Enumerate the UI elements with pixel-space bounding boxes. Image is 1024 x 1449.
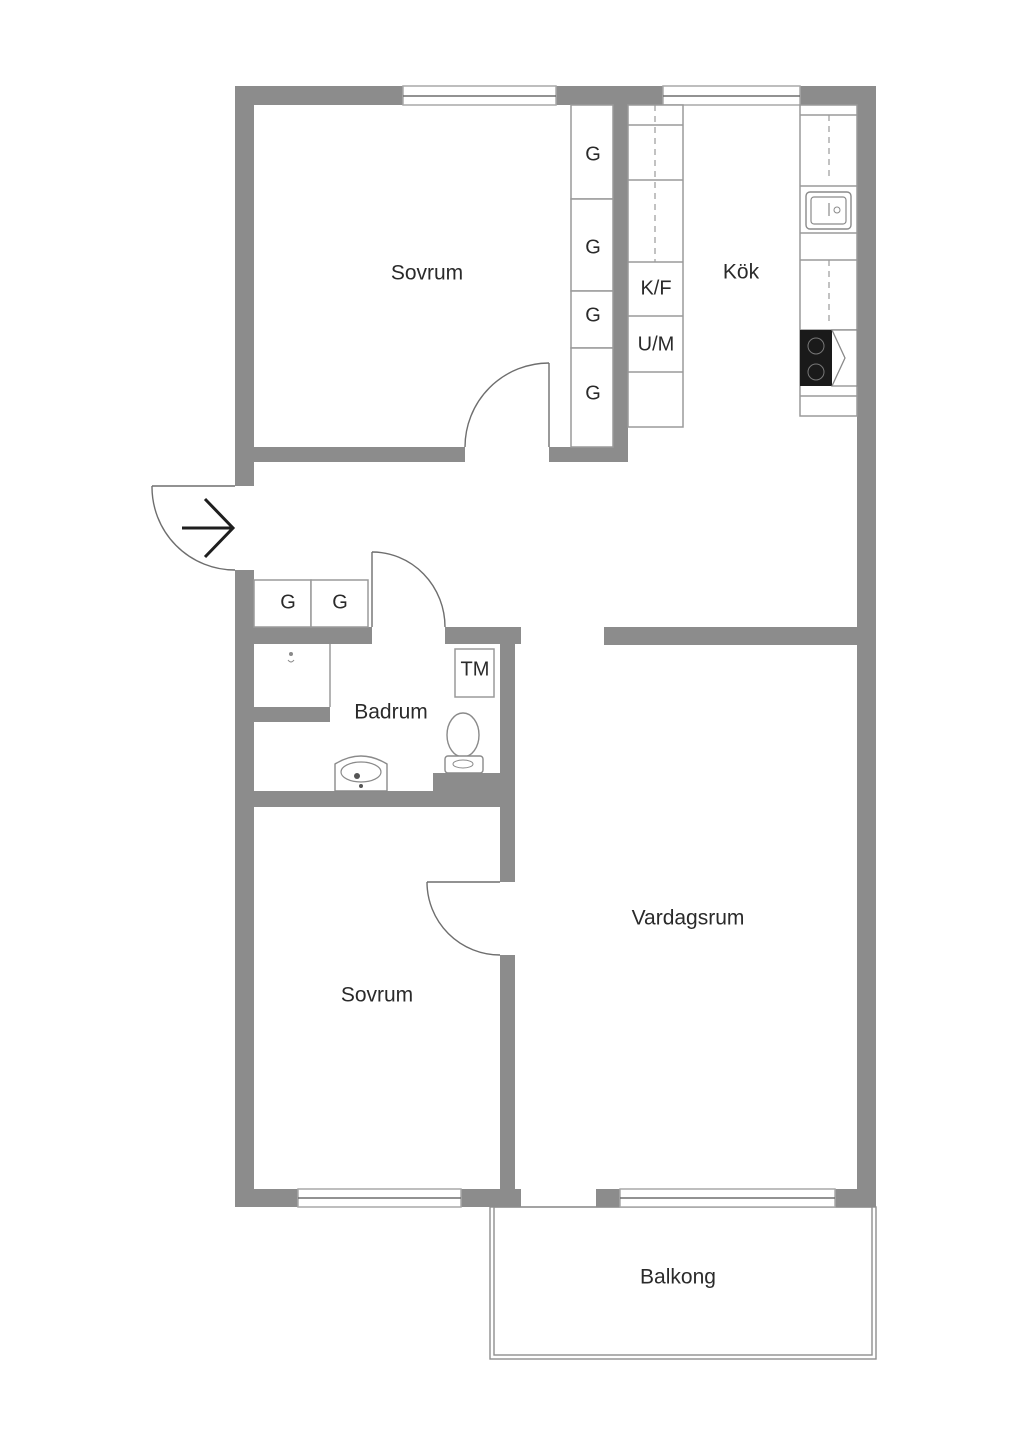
fridge-freezer-label: K/F [640, 277, 671, 299]
room-label-bedroom-south: Sovrum [341, 984, 413, 1007]
room-label-bathroom: Badrum [354, 701, 428, 724]
bedroom-wardrobes: G G G G [570, 104, 614, 448]
window-kitchen [662, 85, 801, 106]
room-label-bedroom-north: Sovrum [391, 262, 463, 285]
toilet-icon [444, 712, 484, 774]
dishwasher-microwave-label: U/M [638, 333, 675, 355]
windows [297, 85, 836, 1208]
doors [151, 362, 550, 956]
washing-machine: TM [454, 648, 495, 698]
window-bedroom-north [402, 85, 557, 106]
wardrobe-label: G [332, 591, 348, 613]
wardrobe-label: G [585, 236, 601, 258]
arrow-right-icon [182, 497, 236, 559]
room-label-balcony: Balkong [640, 1266, 716, 1289]
shower-icon [287, 644, 331, 707]
door-bathroom [371, 551, 446, 628]
hall-wardrobes: G G [253, 579, 369, 628]
washbasin-icon [334, 755, 388, 792]
room-label-living-room: Vardagsrum [632, 907, 745, 930]
wardrobe-label: G [585, 143, 601, 165]
window-living-room [619, 1188, 836, 1208]
room-label-kitchen: Kök [723, 261, 760, 284]
kitchen-counter-left: K/F U/M [627, 104, 684, 428]
wardrobe-label: G [585, 304, 601, 326]
window-bedroom-south [297, 1188, 462, 1208]
washing-machine-label: TM [461, 658, 490, 680]
door-bedroom-north [464, 362, 550, 448]
door-entrance [151, 485, 236, 571]
stove-icon [800, 329, 858, 387]
walls [235, 86, 876, 1207]
wardrobe-label: G [585, 382, 601, 404]
wardrobe-label: G [280, 591, 296, 613]
door-bedroom-south [426, 881, 501, 956]
sink-icon [805, 191, 852, 230]
